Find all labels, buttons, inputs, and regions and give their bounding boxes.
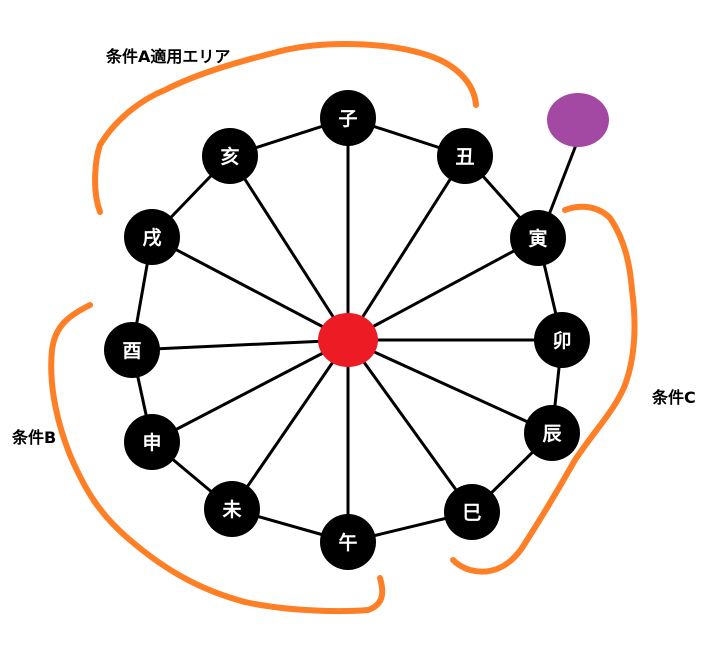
zodiac-node-0 xyxy=(320,90,376,146)
zodiac-node-label-3: 卯 xyxy=(552,330,571,352)
zodiac-node-label-7: 未 xyxy=(221,498,241,521)
spoke-11 xyxy=(228,155,350,341)
spoke-5 xyxy=(346,339,474,513)
marker-dot xyxy=(547,93,609,147)
zodiac-node-label-11: 亥 xyxy=(220,145,239,168)
zodiac-node-11 xyxy=(202,128,258,184)
zodiac-node-label-9: 酉 xyxy=(122,340,141,362)
zodiac-node-10 xyxy=(124,209,180,265)
zodiac-node-7 xyxy=(204,481,260,537)
zodiac-node-label-6: 午 xyxy=(338,531,357,554)
zodiac-node-2 xyxy=(510,210,566,266)
zodiac-node-5 xyxy=(444,484,500,540)
spoke-9 xyxy=(131,338,349,352)
spoke-4 xyxy=(347,338,553,435)
condition-a-area-outline xyxy=(92,41,479,215)
spoke-10 xyxy=(151,235,349,342)
zodiac-node-label-4: 辰 xyxy=(542,423,562,445)
condition-a-label: 条件A適用エリア xyxy=(105,47,230,66)
zodiac-node-6 xyxy=(320,514,376,570)
center-hub xyxy=(318,313,378,367)
zodiac-node-4 xyxy=(524,405,580,461)
zodiac-node-label-5: 巳 xyxy=(462,502,481,524)
zodiac-node-label-1: 丑 xyxy=(455,146,474,168)
spoke-2 xyxy=(347,236,539,342)
zodiac-node-8 xyxy=(124,414,180,470)
zodiac-node-9 xyxy=(104,322,160,378)
zodiac-node-label-10: 戌 xyxy=(142,227,161,249)
zodiac-node-1 xyxy=(437,128,493,184)
zodiac-node-label-8: 申 xyxy=(142,431,161,454)
zodiac-node-3 xyxy=(534,312,590,368)
condition-c-area-outline xyxy=(450,203,638,575)
condition-b-area-outline xyxy=(48,302,386,615)
condition-b-label: 条件B xyxy=(11,428,56,447)
zodiac-node-label-0: 子 xyxy=(338,108,357,130)
spoke-7 xyxy=(230,339,350,510)
condition-c-label: 条件C xyxy=(651,388,696,407)
zodiac-node-label-2: 寅 xyxy=(528,227,547,250)
spoke-1 xyxy=(346,155,467,341)
spoke-8 xyxy=(151,338,349,444)
